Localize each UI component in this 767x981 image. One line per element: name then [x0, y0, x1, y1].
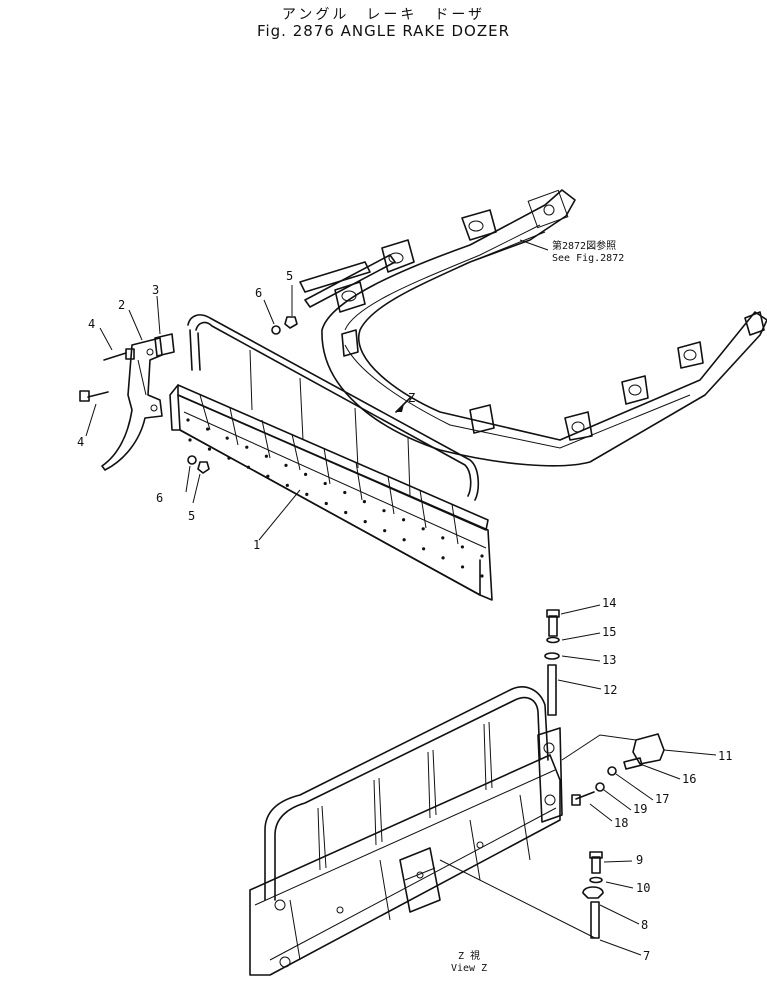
bolt-hole: [402, 518, 406, 522]
bolt-hole: [304, 472, 308, 476]
callout-18: 18: [614, 816, 628, 830]
callout-15: 15: [602, 625, 616, 639]
callout-14: 14: [602, 596, 616, 610]
bolt-hole: [344, 510, 348, 515]
callout-13: 13: [602, 653, 616, 667]
callout-4-lower: 4: [77, 435, 84, 449]
view-z-letter: Z: [408, 391, 415, 405]
bolt-hole: [225, 436, 229, 440]
callout-19: 19: [633, 802, 647, 816]
bolt-hole: [264, 454, 268, 458]
callout-1: 1: [253, 538, 260, 552]
callout-16: 16: [682, 772, 696, 786]
bolt-hole: [285, 483, 289, 487]
callout-4-upper: 4: [88, 317, 95, 331]
reference-leader: [519, 239, 549, 251]
bolt-hole: [422, 547, 426, 551]
callout-8: 8: [641, 918, 648, 932]
callouts: 1 2 3 4 4 5 5 6 6 7 8 9 10 11 12 13 14 1…: [77, 269, 732, 963]
bolt-hole: [227, 456, 231, 460]
view-z-rake: [249, 609, 665, 976]
callout-7: 7: [643, 949, 650, 963]
callout-3: 3: [152, 283, 159, 297]
bolt-hole: [441, 556, 445, 560]
push-frame: [299, 189, 767, 467]
view-label-jp: Z 視: [458, 949, 480, 962]
figure-title: Fig. 2876 ANGLE RAKE DOZER: [256, 22, 511, 40]
reference-note-jp: 第2872図参照: [552, 239, 616, 252]
bolt-hole: [284, 463, 288, 467]
bolt-hole: [305, 492, 309, 496]
callout-6-lower: 6: [156, 491, 163, 505]
reference-note-en: See Fig.2872: [552, 253, 624, 264]
rake-blade: [169, 314, 493, 601]
bolt-hole: [460, 565, 465, 569]
view-label-en: View Z: [451, 963, 487, 974]
view-z-marker: Z: [395, 391, 415, 413]
bolt-hole: [421, 527, 425, 531]
bolt-hole: [186, 418, 190, 422]
bracket-assembly: [79, 316, 298, 474]
bolt-hole: [207, 447, 212, 451]
bolt-hole: [246, 465, 250, 469]
bolt-hole: [343, 490, 347, 495]
bolt-hole: [266, 474, 270, 478]
bolt-hole: [245, 445, 249, 449]
bolt-hole: [460, 545, 464, 549]
bolt-hole: [402, 538, 406, 542]
callout-6-upper: 6: [255, 286, 262, 300]
callout-10: 10: [636, 881, 650, 895]
bolt-hole: [362, 500, 366, 504]
callout-12: 12: [603, 683, 617, 697]
bolt-hole: [188, 438, 192, 442]
bolt-hole: [323, 481, 327, 486]
leader-lines: [85, 285, 717, 956]
bolt-hole: [363, 520, 367, 524]
bolt-hole: [382, 509, 386, 513]
callout-5-upper: 5: [286, 269, 293, 283]
bolt-hole: [383, 529, 387, 533]
bolt-hole: [480, 574, 484, 578]
callout-5-lower: 5: [188, 509, 195, 523]
bolt-hole: [441, 536, 445, 540]
bolt-hole: [206, 427, 210, 431]
callout-9: 9: [636, 853, 643, 867]
callout-2: 2: [118, 298, 125, 312]
callout-11: 11: [718, 749, 732, 763]
figure-title-jp: アングル レーキ ドーザ: [281, 7, 486, 23]
callout-17: 17: [655, 792, 669, 806]
bolt-hole: [324, 501, 328, 506]
bolt-hole: [480, 554, 484, 558]
